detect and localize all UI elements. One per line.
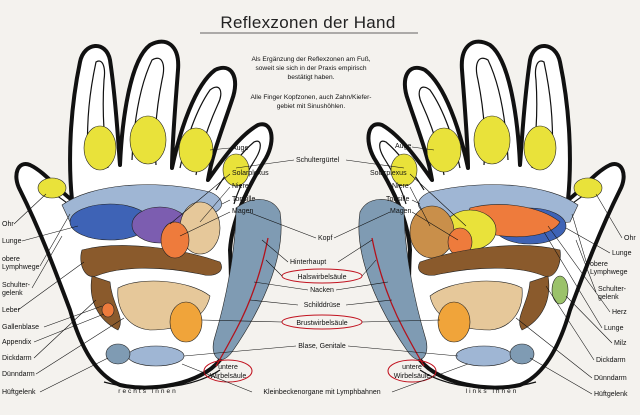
left-zone-finger-5: [83, 125, 117, 171]
label-tonsille-right: Tonsille: [386, 196, 409, 203]
label-blase-genitale: Blase, Genitale: [298, 343, 346, 350]
left-zone-ear: [37, 177, 67, 199]
left-label-appendix: Appendix: [2, 339, 32, 346]
right-label-milz: Milz: [614, 340, 627, 347]
right-label-lunge: Lunge: [612, 250, 632, 257]
right-hand-caption: links innen: [466, 388, 519, 395]
right-zone-kidney: [409, 205, 455, 259]
left-hand: rechts innen: [14, 39, 282, 395]
label-untere-left-1: untere: [218, 364, 238, 371]
right-zone-finger-3: [426, 127, 462, 173]
diagram-title: Reflexzonen der Hand: [220, 13, 395, 32]
left-hand-caption: rechts innen: [118, 388, 177, 395]
label-untere-right-2: Wirbelsäule: [394, 373, 431, 380]
notes-block: Als Ergänzung der Reflexzonen am Fuß, so…: [251, 56, 372, 110]
note-line-3: bestätigt haben.: [288, 74, 335, 81]
left-zone-appendix: [101, 302, 115, 318]
label-auge-left: Auge: [232, 145, 248, 152]
left-label-schulter-2: gelenk: [2, 290, 23, 297]
right-zone-finger-2: [390, 153, 418, 187]
label-schultergurtel: Schultergürtel: [296, 157, 340, 164]
highlight-untere-left: [203, 359, 253, 383]
right-label-dickdarm: Dickdarm: [596, 357, 626, 364]
label-kopf: Kopf: [318, 235, 332, 242]
label-untere-right-1: untere: [402, 364, 422, 371]
highlight-untere-right: [387, 359, 437, 383]
right-label-lunge2: Lunge: [604, 325, 624, 332]
left-zone-finger-3: [178, 127, 214, 173]
left-label-leber: Leber: [2, 307, 21, 314]
label-niere-left: Niere: [232, 183, 249, 190]
left-label-huftgelenk: Hüftgelenk: [2, 389, 36, 396]
left-zone-finger-2: [222, 153, 250, 187]
label-nacken: Nacken: [310, 287, 334, 294]
label-untere-left-2: Wirbelsäule: [210, 373, 247, 380]
label-magen-left: Magen: [232, 208, 254, 215]
label-schilddruse: Schilddrüse: [304, 302, 341, 309]
left-zone-hip: [105, 343, 131, 365]
right-zone-spine-chest: [437, 301, 471, 343]
left-label-obere-2: Lymphwege: [2, 264, 40, 271]
right-spine-line: [371, 237, 425, 367]
left-label-gallenblase: Gallenblase: [2, 324, 39, 331]
label-solarplexus-right: Solarplexus: [370, 170, 407, 177]
right-zone-finger-5: [523, 125, 557, 171]
label-kleinbecken: Kleinbeckenorgane mit Lymphbahnen: [263, 389, 380, 396]
left-label-obere-1: obere: [2, 256, 20, 263]
right-zone-hip: [509, 343, 535, 365]
note-line-4: Alle Finger Kopfzonen, auch Zahn/Kiefer-: [251, 94, 372, 101]
right-label-obere-2: Lymphwege: [590, 269, 628, 276]
left-label-dickdarm: Dickdarm: [2, 355, 32, 362]
left-spine-line: [215, 237, 269, 367]
left-side-labels: Ohr Lunge obere Lymphwege Schulter- gele…: [2, 193, 125, 396]
label-halswirbelsaule: Halswirbelsäule: [297, 274, 346, 281]
right-zone-finger-4: [473, 115, 511, 165]
note-line-2: soweit sie sich in der Praxis empirisch: [255, 65, 366, 72]
right-label-huftgelenk: Hüftgelenk: [594, 391, 628, 398]
label-hinterhaupt: Hinterhaupt: [290, 259, 326, 266]
right-zone-ear: [573, 177, 603, 199]
right-label-herz: Herz: [612, 309, 627, 316]
left-label-dunndarm: Dünndarm: [2, 371, 35, 378]
right-zone-pelvis: [455, 345, 513, 367]
right-zone-thumb: [358, 199, 428, 360]
right-label-ohr: Ohr: [624, 235, 636, 242]
note-line-5: gebiet mit Sinushöhlen.: [277, 103, 346, 110]
left-label-lunge: Lunge: [2, 238, 22, 245]
right-label-obere-1: obere: [590, 261, 608, 268]
right-label-dunndarm: Dünndarm: [594, 375, 627, 382]
label-brustwirbelsaule: Brustwirbelsäule: [296, 320, 347, 327]
label-magen-right: Magen: [390, 208, 412, 215]
left-zone-pelvis: [127, 345, 185, 367]
right-side-labels: Ohr Lunge obere Lymphwege Schulter- gele…: [515, 193, 636, 398]
right-label-schulter-2: gelenk: [598, 294, 619, 301]
left-zone-finger-4: [129, 115, 167, 165]
note-line-1: Als Ergänzung der Reflexzonen am Fuß,: [251, 56, 370, 63]
center-labels: Auge Auge Schultergürtel Solarplexus Sol…: [169, 143, 469, 396]
right-zone-spleen: [551, 275, 569, 305]
left-zone-head: [160, 221, 190, 259]
label-tonsille-left: Tonsille: [232, 196, 255, 203]
label-niere-right: Niere: [392, 183, 409, 190]
label-auge-right: Auge: [395, 143, 411, 150]
left-zone-colon-upper: [80, 245, 222, 277]
left-zone-spine-chest: [169, 301, 203, 343]
right-hand: links innen: [358, 39, 626, 395]
right-zone-colon-side: [519, 275, 550, 331]
left-label-schulter-1: Schulter-: [2, 282, 31, 289]
right-label-schulter-1: Schulter-: [598, 286, 627, 293]
label-solarplexus-left: Solarplexus: [232, 170, 269, 177]
left-label-ohr: Ohr: [2, 221, 14, 228]
left-zone-colon-side: [90, 275, 121, 331]
